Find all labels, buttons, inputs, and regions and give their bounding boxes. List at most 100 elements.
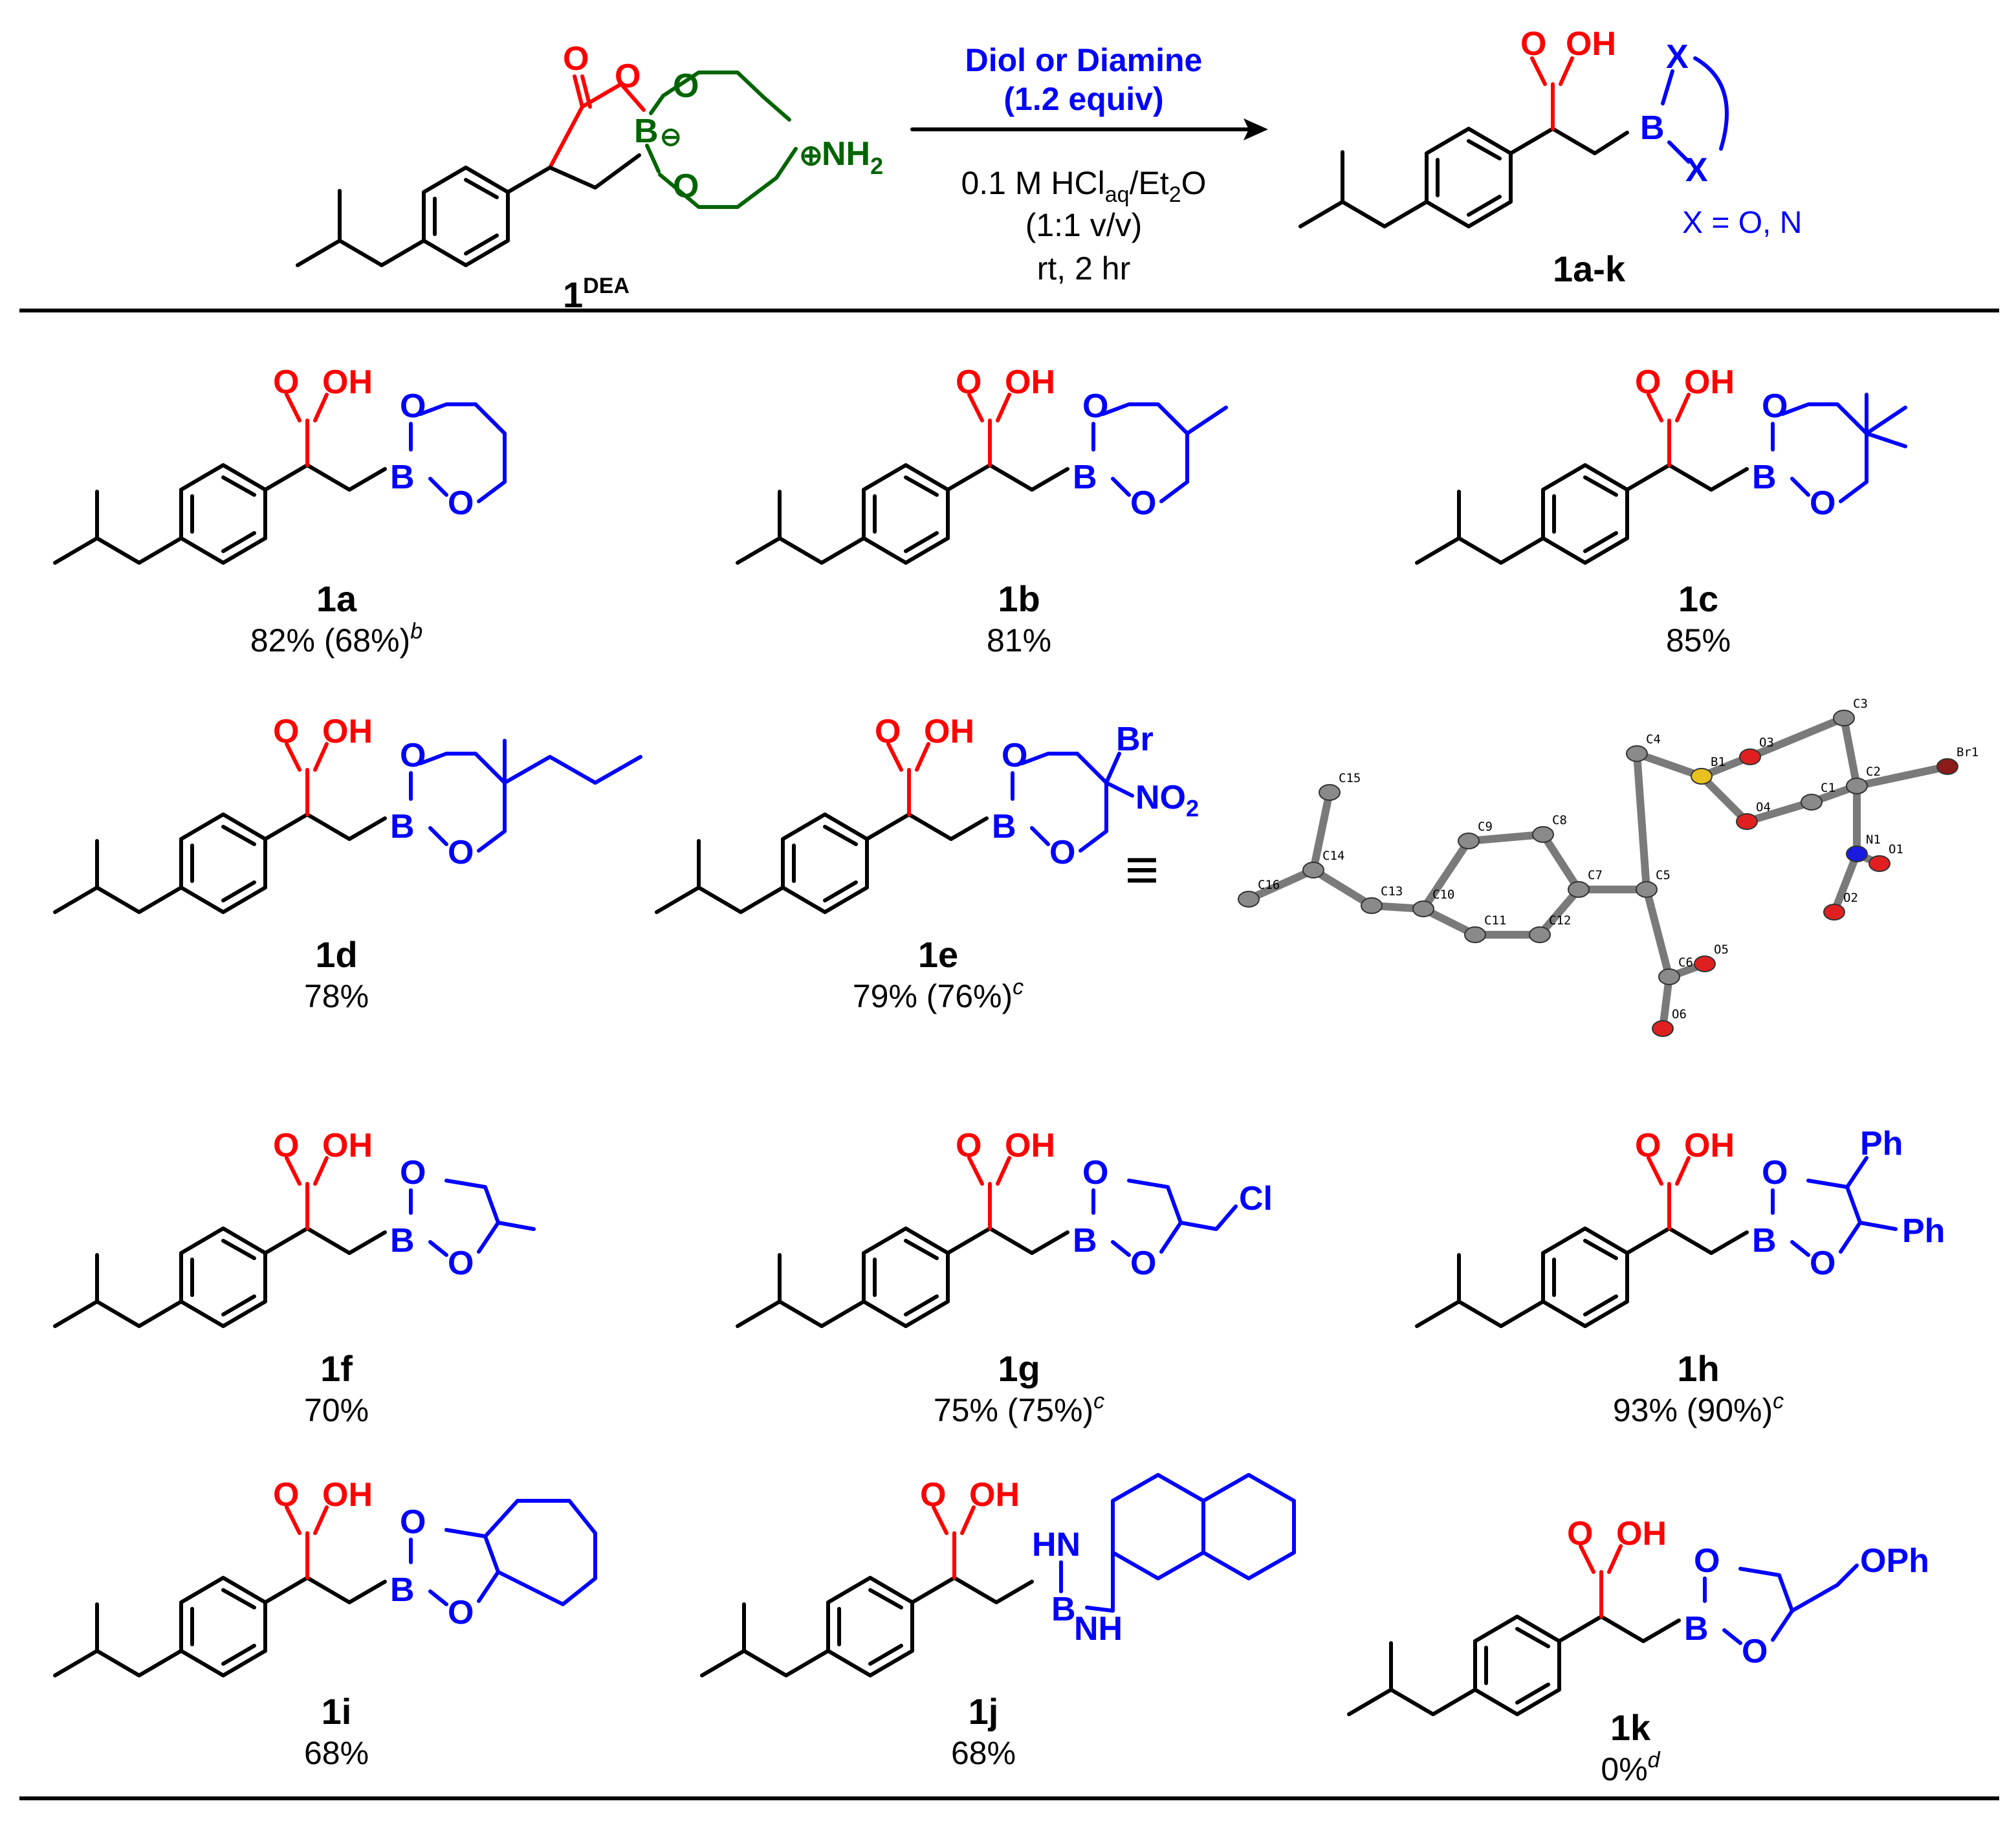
carbonyl-o-label: O xyxy=(875,713,901,750)
crystal-atom xyxy=(1694,955,1716,972)
yield-label: 78% xyxy=(304,978,369,1014)
hydroxyl-label: OH xyxy=(1005,1127,1055,1164)
yield-label: 82% (68%)b xyxy=(250,619,422,659)
carbonyl-o-label: O xyxy=(920,1476,946,1514)
boron-label: B xyxy=(390,459,415,496)
carbonyl-o-label: O xyxy=(1635,364,1661,401)
ring-o-label: O xyxy=(1130,485,1156,522)
yield-label: 70% xyxy=(304,1392,369,1428)
crystal-atom-label: C2 xyxy=(1866,765,1881,779)
carbonyl-o-label: O xyxy=(273,1476,299,1514)
minus-charge: ⊖ xyxy=(660,123,682,151)
crystal-atom xyxy=(1691,768,1713,785)
compound-label: 1e xyxy=(918,934,958,975)
yield-label: 81% xyxy=(987,622,1051,659)
hydroxyl-label: OH xyxy=(924,713,974,750)
crystal-bond xyxy=(1743,798,1815,825)
carbonyl-o-label: O xyxy=(956,1127,981,1164)
amine-label: HN xyxy=(1032,1526,1080,1564)
yield-label: 85% xyxy=(1666,622,1731,659)
crystal-atom-label: C11 xyxy=(1484,913,1506,928)
crystal-bond xyxy=(1465,831,1547,845)
crystal-atom-label: Br1 xyxy=(1956,745,1978,759)
carbonyl-o-label: O xyxy=(273,1127,299,1164)
boron-label: B xyxy=(1073,459,1097,496)
crystal-atom xyxy=(1319,784,1341,801)
phenyl-label: Ph xyxy=(1902,1212,1945,1250)
crystal-atom xyxy=(1626,745,1648,762)
compound-label: 1h xyxy=(1677,1348,1719,1389)
crystal-atom-label: O6 xyxy=(1672,1007,1687,1021)
crystal-bond xyxy=(1419,837,1473,913)
hydroxyl-label: OH xyxy=(1005,364,1055,401)
ring-o-label: O xyxy=(448,1245,474,1282)
ring-o-label: O xyxy=(1762,387,1788,425)
ring-o-label: O xyxy=(448,834,474,871)
phenyl-label: Ph xyxy=(1860,1125,1903,1162)
product-b-label: B xyxy=(1640,109,1665,147)
carbonyl-o-label: O xyxy=(1635,1127,1661,1164)
nitro-label: NO2 xyxy=(1135,779,1199,822)
crystal-atom xyxy=(1361,897,1383,914)
boron-label: B xyxy=(1051,1591,1076,1628)
crystal-atom-label: O2 xyxy=(1843,891,1858,905)
arrow-head xyxy=(1244,118,1268,140)
ring-o-label: O xyxy=(400,1503,426,1541)
crystal-bond xyxy=(1853,763,1951,790)
crystal-bond xyxy=(1536,886,1583,939)
ring-o-label: O xyxy=(1082,387,1108,425)
product-x1-label: X xyxy=(1666,38,1689,76)
ring-o-label: O xyxy=(1742,1633,1768,1670)
crystal-atom-label: C8 xyxy=(1552,813,1567,827)
ring-o-label: O xyxy=(400,737,426,774)
boron-label: B xyxy=(390,1571,415,1609)
hydroxyl-label: OH xyxy=(322,1476,373,1514)
crystal-atom-label: N1 xyxy=(1866,833,1881,847)
crystal-atom-label: O1 xyxy=(1889,842,1903,856)
boron-label: B xyxy=(1073,1222,1097,1259)
hydroxyl-label: OH xyxy=(322,713,373,750)
crystal-atom xyxy=(1568,881,1590,898)
ring-o-label: O xyxy=(1082,1154,1108,1192)
boron-label: B xyxy=(1752,1222,1777,1259)
product-1a-k: O OH B X X X = O, N 1a-k xyxy=(1298,25,1802,289)
compound-label: 1g xyxy=(998,1348,1040,1389)
crystal-atom xyxy=(1658,968,1680,985)
crystal-atom xyxy=(1868,855,1890,872)
crystal-atom-label: C4 xyxy=(1646,732,1661,747)
ring-o-label: O xyxy=(1049,834,1075,871)
crystal-atom xyxy=(1823,904,1845,921)
reagent-line1: Diol or Diamine xyxy=(965,42,1203,78)
carbonyl-o-label: O xyxy=(956,364,981,401)
hydroxyl-label: OH xyxy=(1616,1515,1667,1553)
bromo-label: Br xyxy=(1116,721,1154,758)
hydroxyl-label: OH xyxy=(322,364,373,401)
yield-label: 68% xyxy=(951,1735,1016,1771)
solvent-line: 0.1 M HClaq/Et2O xyxy=(961,165,1206,207)
hydroxyl-label: OH xyxy=(1684,364,1735,401)
x-equals-note: X = O, N xyxy=(1682,206,1802,240)
compound-label: 1c xyxy=(1678,578,1718,619)
crystal-atom-label: C13 xyxy=(1381,884,1403,899)
yield-label: 79% (76%)c xyxy=(853,975,1024,1014)
starting-material-label: 1DEA xyxy=(563,274,630,315)
carbonyl-o-label: O xyxy=(273,713,299,750)
crystal-bond xyxy=(1643,886,1673,981)
crystal-atom xyxy=(1532,826,1554,843)
compound-label: 1j xyxy=(969,1691,999,1732)
o-lower-label: O xyxy=(673,168,699,205)
carbonyl-o-label: O xyxy=(273,364,299,401)
compound-label: 1f xyxy=(320,1348,353,1389)
crystal-atom-label: C9 xyxy=(1478,820,1493,834)
phenoxy-label: OPh xyxy=(1860,1542,1929,1580)
crystal-bond xyxy=(1746,714,1848,761)
